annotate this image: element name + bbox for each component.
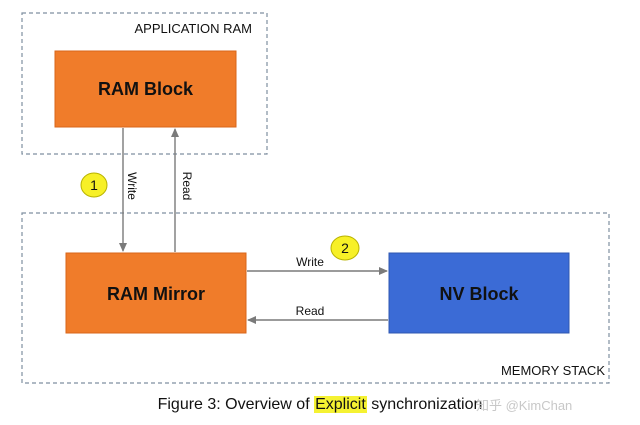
horizontal-read-label: Read [296,304,325,318]
caption-prefix: Figure 3: Overview of [157,396,315,413]
application-ram-container [21,12,268,155]
watermark-text: 知乎 @KimChan [476,398,573,413]
step-1-marker [80,172,108,198]
memory-stack-container [21,212,610,384]
ram-mirror-label: RAM Mirror [107,284,205,304]
step-1-label: 1 [90,177,98,193]
ram-block-label: RAM Block [98,79,194,99]
horizontal-write-label: Write [296,255,324,269]
step-2-label: 2 [341,240,349,256]
figure-caption: Figure 3: Overview of Explicit synchroni… [0,396,640,414]
application-ram-label: APPLICATION RAM [134,21,252,36]
ram-block [54,50,237,128]
ram-mirror-block [65,252,247,334]
nv-block-label: NV Block [439,284,519,304]
caption-highlight: Explicit [314,396,367,413]
memory-stack-label: MEMORY STACK [501,363,605,378]
vertical-read-label: Read [180,172,194,201]
step-2-marker [330,235,360,261]
vertical-write-label: Write [125,172,139,200]
nv-block [388,252,570,334]
caption-suffix: synchronization [366,396,483,413]
